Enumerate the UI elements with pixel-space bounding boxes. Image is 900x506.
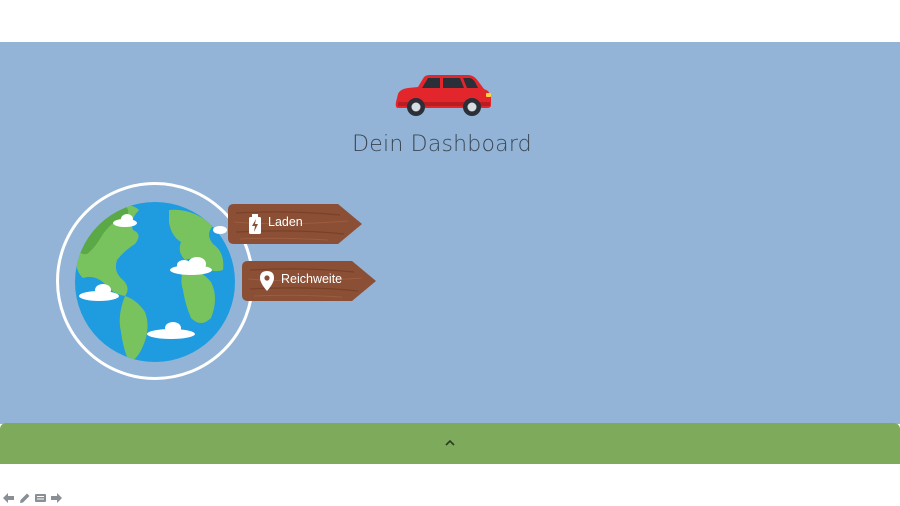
grass-footer-bar	[0, 423, 900, 464]
wood-sign-board	[228, 204, 362, 244]
slide-toolbar	[2, 492, 63, 506]
car-icon	[395, 75, 491, 116]
laden-sign-button[interactable]: Laden	[228, 204, 364, 244]
pencil-icon[interactable]	[18, 492, 31, 504]
page-title: Dein Dashboard	[352, 132, 532, 157]
sign-label-laden: Laden	[268, 215, 303, 229]
wood-sign-board	[242, 261, 376, 301]
arrow-left-icon[interactable]	[2, 492, 15, 504]
location-pin-icon	[260, 271, 274, 291]
earth-globe	[56, 182, 254, 380]
earth-icon	[75, 202, 235, 362]
sign-label-reichweite: Reichweite	[281, 272, 343, 286]
notes-icon[interactable]	[34, 492, 47, 504]
battery-charging-icon	[249, 214, 261, 234]
dashboard-background: Dein Dashboard	[0, 42, 900, 424]
chevron-up-icon[interactable]	[440, 432, 460, 452]
reichweite-sign-button[interactable]: Reichweite	[242, 261, 378, 301]
arrow-right-icon[interactable]	[50, 492, 63, 504]
